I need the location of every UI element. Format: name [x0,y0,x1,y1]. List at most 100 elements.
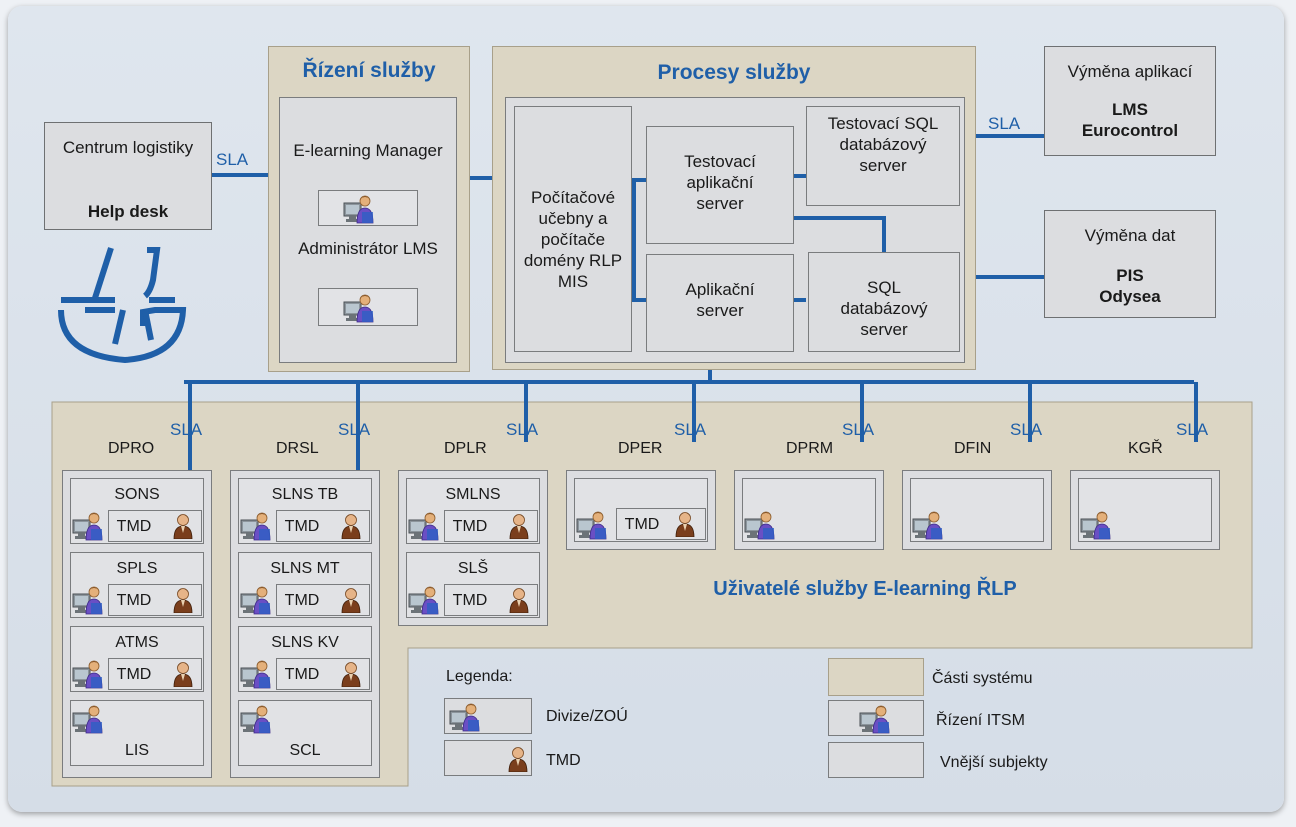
computer-user-icon [72,659,106,689]
computer-user-icon [240,659,274,689]
line-test-to-sql-v [882,216,886,254]
test-sql-server-box: Testovací SQL databázový server [806,106,960,206]
division-name: DRSL [276,440,319,457]
manager-role-box [318,190,418,226]
tmd-label: TMD [116,592,152,609]
computer-user-icon [408,585,442,615]
help-desk-label: Help desk [87,202,169,221]
division-name: DFIN [954,440,992,457]
administrator-lms-label: Administrátor LMS [298,239,438,258]
legend-divize-box [444,698,532,734]
elearning-manager-label: E-learning Manager [293,141,443,160]
computer-user-icon [859,704,893,734]
tmd-label: TMD [116,518,152,535]
sla-label-centrum: SLA [216,150,249,169]
rizeni-inner: E-learning Manager Administrátor LMS [279,97,457,363]
legend-tmd-label: TMD [546,752,581,769]
line-app-sql [792,298,806,302]
unit-name: LIS [124,742,149,759]
legend-casti-label: Části systému [932,670,1033,687]
pis-odysea-label: PIS Odysea [1099,266,1161,306]
tmd-person-icon [340,587,362,613]
vymena-dat-title: Výměna dat [1084,226,1176,245]
computer-user-icon [408,511,442,541]
app-server-box: Aplikační server [646,254,794,352]
sql-server-label: SQL databázový server [840,278,928,339]
line-test-sql [792,174,806,178]
ucebny-box: Počítačové učebny a počítače domény RLP … [514,106,632,352]
computer-user-icon [449,702,483,732]
tmd-label: TMD [452,592,488,609]
rizeni-sluzby-block: Řízení služby E-learning Manager Adminis… [268,46,470,372]
unit-name: SONS [114,486,160,503]
unit-name: SMLNS [445,486,501,503]
admin-role-box [318,288,418,326]
tmd-person-icon [508,513,530,539]
tmd-label: TMD [624,516,660,533]
legend-divize-label: Divize/ZOÚ [546,708,628,725]
legend-title: Legenda: [446,668,513,685]
computer-user-icon [240,585,274,615]
test-app-server-label: Testovací aplikační server [684,152,756,213]
computer-user-icon [72,585,106,615]
tmd-person-icon [172,513,194,539]
line-procesy-users [708,362,712,382]
sql-server-box: SQL databázový server [808,252,960,352]
sla-connector [1194,382,1198,442]
computer-user-icon [240,704,274,734]
sla-connector [188,382,192,470]
ucebny-label: Počítačové učebny a počítače domény RLP … [523,188,623,291]
unit-name: SCL [289,742,321,759]
sla-label: SLA [506,420,539,439]
vymena-dat-box: Výměna dat PIS Odysea [1044,210,1216,318]
tmd-person-icon [340,661,362,687]
unit-name: SLŠ [457,560,489,577]
line-rizeni-procesy [456,176,516,180]
sla-label: SLA [170,420,203,439]
computer-user-icon [576,510,610,540]
tmd-person-icon [172,587,194,613]
legend-vnejsi-box [828,742,924,778]
test-app-server-box: Testovací aplikační server [646,126,794,244]
vymena-aplikaci-box: Výměna aplikací LMS Eurocontrol [1044,46,1216,156]
sla-connector [356,382,360,470]
division-name: DPER [618,440,663,457]
tmd-person-icon [674,511,696,537]
tmd-person-icon [508,587,530,613]
centrum-logistiky-box: Centrum logistiky Help desk [44,122,212,230]
legend-rizeni-box [828,700,924,736]
tmd-label: TMD [452,518,488,535]
unit-name: SLNS KV [271,634,339,651]
sla-connector [692,382,696,442]
line-ucebny-test [632,178,646,182]
unit-name: SPLS [116,560,158,577]
division-name: KGŘ [1128,440,1163,457]
users-title: Uživatelé služby E-learning ŘLP [713,578,1017,600]
division-name: DPRO [108,440,155,457]
tmd-label: TMD [284,666,320,683]
sla-label: SLA [1010,420,1043,439]
unit-name: ATMS [115,634,159,651]
sla-line-lms [964,134,1044,138]
sla-label: SLA [842,420,875,439]
tmd-person-icon [340,513,362,539]
tmd-label: TMD [116,666,152,683]
tmd-person-icon [507,746,529,772]
legend-tmd-box [444,740,532,776]
unit-name: SLNS TB [271,486,339,503]
vymena-aplikaci-title: Výměna aplikací [1067,62,1193,81]
sla-label-lms: SLA [988,114,1021,133]
procesy-title: Procesy služby [657,61,811,84]
division-name: DPRM [786,440,834,457]
sla-label: SLA [674,420,707,439]
sla-bus-line [184,380,1194,384]
line-test-to-sql [794,216,886,220]
app-server-label: Aplikační server [685,280,755,320]
lms-eurocontrol-label: LMS Eurocontrol [1081,100,1179,140]
legend-rizeni-label: Řízení ITSM [936,712,1025,729]
sla-line-centrum [212,173,280,177]
computer-user-icon [1080,510,1114,540]
computer-user-icon [744,510,778,540]
sla-connector [1028,382,1032,442]
